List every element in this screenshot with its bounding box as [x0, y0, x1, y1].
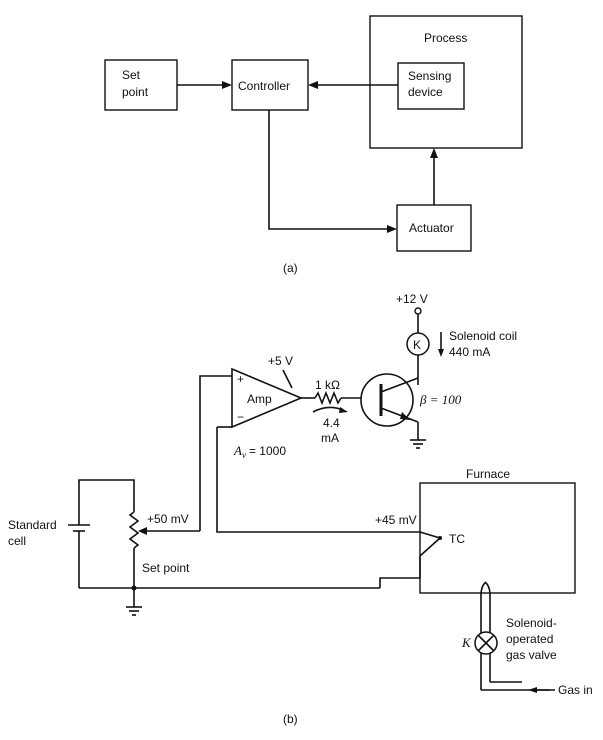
- controller-to-actuator-line: [268, 110, 390, 230]
- base-current-2: mA: [321, 431, 339, 445]
- supply-voltage-label: +12 V: [396, 292, 428, 306]
- base-current-arrow: [312, 406, 344, 413]
- caption-a: (a): [283, 261, 298, 275]
- actuator-label: Actuator: [409, 221, 454, 235]
- resistor-1k: [314, 390, 342, 406]
- thermocouple-wire-upper: [216, 427, 441, 539]
- controller-label: Controller: [238, 79, 290, 93]
- amp-output-voltage: +5 V: [268, 354, 293, 368]
- valve-label-2: operated: [506, 632, 553, 646]
- sensing-label-2: device: [408, 85, 443, 99]
- standard-cell-label-2: cell: [8, 534, 26, 548]
- valve-label-1: Solenoid-: [506, 616, 557, 630]
- transistor-symbol: [360, 373, 414, 427]
- gas-in-label: Gas in: [558, 683, 593, 697]
- base-current-1: 4.4: [323, 416, 340, 430]
- arrowhead: [528, 687, 537, 693]
- tc-voltage: +45 mV: [375, 513, 417, 527]
- wiper-to-plus-wire: [199, 375, 232, 531]
- standard-cell-symbol: [68, 524, 90, 532]
- transistor-emitter: [380, 407, 419, 423]
- gain-label: Av= 1000: [233, 443, 286, 460]
- amp-plus: +: [237, 372, 244, 386]
- cell-top-wire: [78, 479, 135, 525]
- controller-block: [231, 59, 309, 111]
- emitter-arrowhead: [400, 412, 410, 420]
- thermocouple-wire-lower: [379, 537, 441, 588]
- resistor-label: 1 kΩ: [315, 378, 340, 392]
- furnace-label: Furnace: [466, 467, 510, 481]
- ground-symbol: [410, 439, 426, 449]
- arrowhead: [308, 81, 318, 89]
- set-point-label: Set point: [142, 561, 190, 575]
- tc-label: TC: [449, 532, 465, 546]
- wiper-arrowhead: [138, 527, 147, 535]
- set-point-label-2: point: [122, 85, 149, 99]
- set-point-voltage: +50 mV: [147, 512, 189, 526]
- arrowhead: [430, 148, 438, 158]
- sensing-device-block: [397, 62, 465, 110]
- valve-label-3: gas valve: [506, 648, 557, 662]
- potentiometer: [128, 511, 140, 549]
- thermocouple-junction: [438, 536, 442, 540]
- arrowhead: [387, 225, 397, 233]
- coil-label-1: Solenoid coil: [449, 329, 517, 343]
- arrowhead: [339, 407, 348, 413]
- standard-cell-label-1: Standard: [8, 518, 57, 532]
- pointer-line: [282, 369, 293, 389]
- gas-pipe-right: [484, 581, 491, 682]
- process-label: Process: [424, 31, 467, 45]
- set-point-label-1: Set: [122, 68, 141, 82]
- circuit-b: +12 V K Solenoid coil 440 mA Amp + − +5 …: [8, 292, 593, 726]
- coil-label-2: 440 mA: [449, 345, 490, 359]
- amp-label: Amp: [247, 392, 272, 406]
- op-amp-symbol: [231, 367, 304, 429]
- sensing-label-1: Sensing: [408, 69, 451, 83]
- supply-terminal: [414, 307, 422, 315]
- caption-b: (b): [283, 712, 298, 726]
- arrowhead: [222, 81, 232, 89]
- furnace-box: [419, 482, 576, 594]
- ground-symbol: [126, 606, 142, 616]
- arrowhead: [438, 349, 444, 357]
- valve-k-label: K: [461, 635, 472, 650]
- block-diagram-a: Set point Controller Process Sensing dev…: [104, 15, 523, 275]
- valve-cross-2: [477, 634, 495, 652]
- beta-label: β = 100: [419, 392, 462, 407]
- amp-minus: −: [237, 410, 244, 424]
- actuator-block: [396, 204, 472, 252]
- set-point-block: [104, 59, 178, 111]
- transistor-collector: [380, 377, 419, 393]
- relay-coil-k: K: [413, 338, 421, 352]
